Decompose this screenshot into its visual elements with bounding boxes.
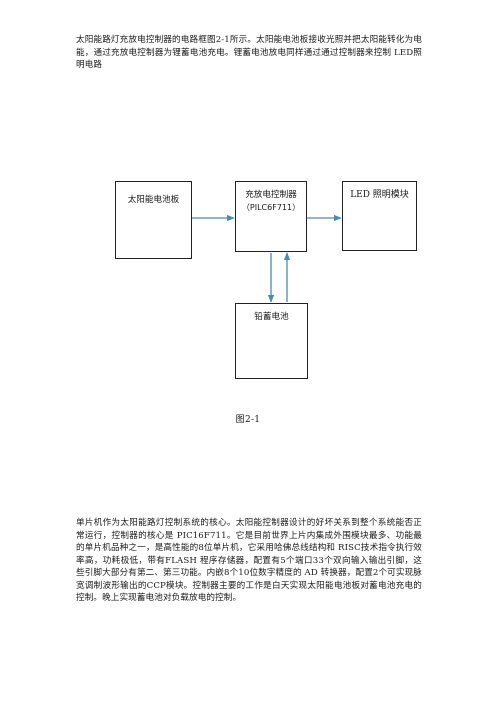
solar-panel-box: 太阳能电池板 — [115, 181, 192, 259]
led-module-label: LED 照明模块 — [350, 190, 409, 200]
led-module-box: LED 照明模块 — [342, 181, 417, 251]
intro-paragraph: 太阳能路灯充放电控制器的电路框图2-1所示。太阳能电池板接收光照并把太阳能转化为… — [76, 35, 422, 70]
solar-panel-label: 太阳能电池板 — [127, 195, 180, 205]
body-paragraph: 单片机作为太阳能路灯控制系统的核心。太阳能控制器设计的好坏关系到整个系统能否正常… — [76, 518, 422, 603]
controller-box: 充放电控制器 （PILC6F711） — [235, 181, 307, 252]
controller-model-label: （PILC6F711） — [241, 203, 301, 212]
figure-caption: 图2-1 — [235, 415, 261, 425]
battery-box: 铅蓄电池 — [235, 303, 308, 379]
battery-label: 铅蓄电池 — [254, 312, 289, 322]
controller-label: 充放电控制器 — [245, 190, 297, 200]
